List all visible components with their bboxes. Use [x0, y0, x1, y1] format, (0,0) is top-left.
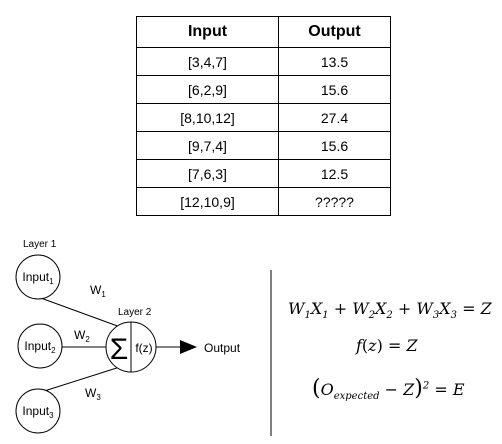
table-row: [8,10,12] 27.4	[136, 103, 391, 132]
output-cell: ?????	[278, 187, 391, 216]
input-index-2: 2	[51, 346, 56, 355]
layer-1-label: Layer 1	[23, 239, 57, 250]
weight-label-3: W3	[85, 386, 101, 402]
svg-text:Input1: Input1	[22, 270, 54, 286]
table-row: [12,10,9] ?????	[136, 187, 391, 216]
input-cell: [12,10,9]	[136, 187, 279, 216]
table-row: [3,4,7] 13.5	[136, 47, 391, 76]
table-row: [7,6,3] 12.5	[136, 159, 391, 188]
table-row: [9,7,4] 15.6	[136, 131, 391, 160]
layer-2-label: Layer 2	[118, 307, 152, 318]
input-index-1: 1	[49, 277, 54, 286]
input-cell: [9,7,4]	[136, 131, 279, 160]
error-equation: (Oexpected − Z)2 = E	[312, 376, 465, 403]
input-cell: [7,6,3]	[136, 159, 279, 188]
table-header-row: Input Output	[136, 16, 391, 48]
connection-line-3	[37, 365, 124, 394]
output-cell: 15.6	[278, 131, 391, 160]
output-label: Output	[204, 341, 241, 355]
svg-text:Input3: Input3	[22, 404, 54, 420]
weight-label-1: W1	[90, 283, 106, 299]
input-index-3: 3	[49, 411, 54, 420]
output-arrow-head	[180, 340, 197, 354]
connection-line-1	[37, 296, 124, 329]
input-label-3: Input	[22, 404, 49, 418]
output-cell: 15.6	[278, 75, 391, 104]
output-cell: 13.5	[278, 47, 391, 76]
input-label-2: Input	[24, 339, 51, 353]
input-output-table: Input Output [3,4,7] 13.5 [6,2,9] 15.6 […	[136, 16, 391, 216]
weight-label-2: W2	[74, 328, 90, 344]
neuron-node: Σ f(z)	[105, 321, 157, 373]
activation-equation: f(z) = Z	[356, 336, 418, 355]
column-header-input: Input	[136, 16, 279, 48]
output-cell: 27.4	[278, 103, 391, 132]
input-label-1: Input	[22, 270, 49, 284]
svg-text:Input2: Input2	[24, 339, 56, 355]
weighted-sum-equation: W1X1 + W2X2 + W3X3 = Z	[288, 299, 492, 322]
output-cell: 12.5	[278, 159, 391, 188]
input-node-3: Input3	[15, 388, 61, 434]
summation-symbol: Σ	[110, 333, 129, 366]
table-row: [6,2,9] 15.6	[136, 75, 391, 104]
input-node-1: Input1	[15, 254, 61, 300]
column-header-output: Output	[278, 16, 391, 48]
input-node-2: Input2	[17, 323, 63, 369]
input-cell: [8,10,12]	[136, 103, 279, 132]
activation-function-label: f(z)	[135, 341, 152, 355]
